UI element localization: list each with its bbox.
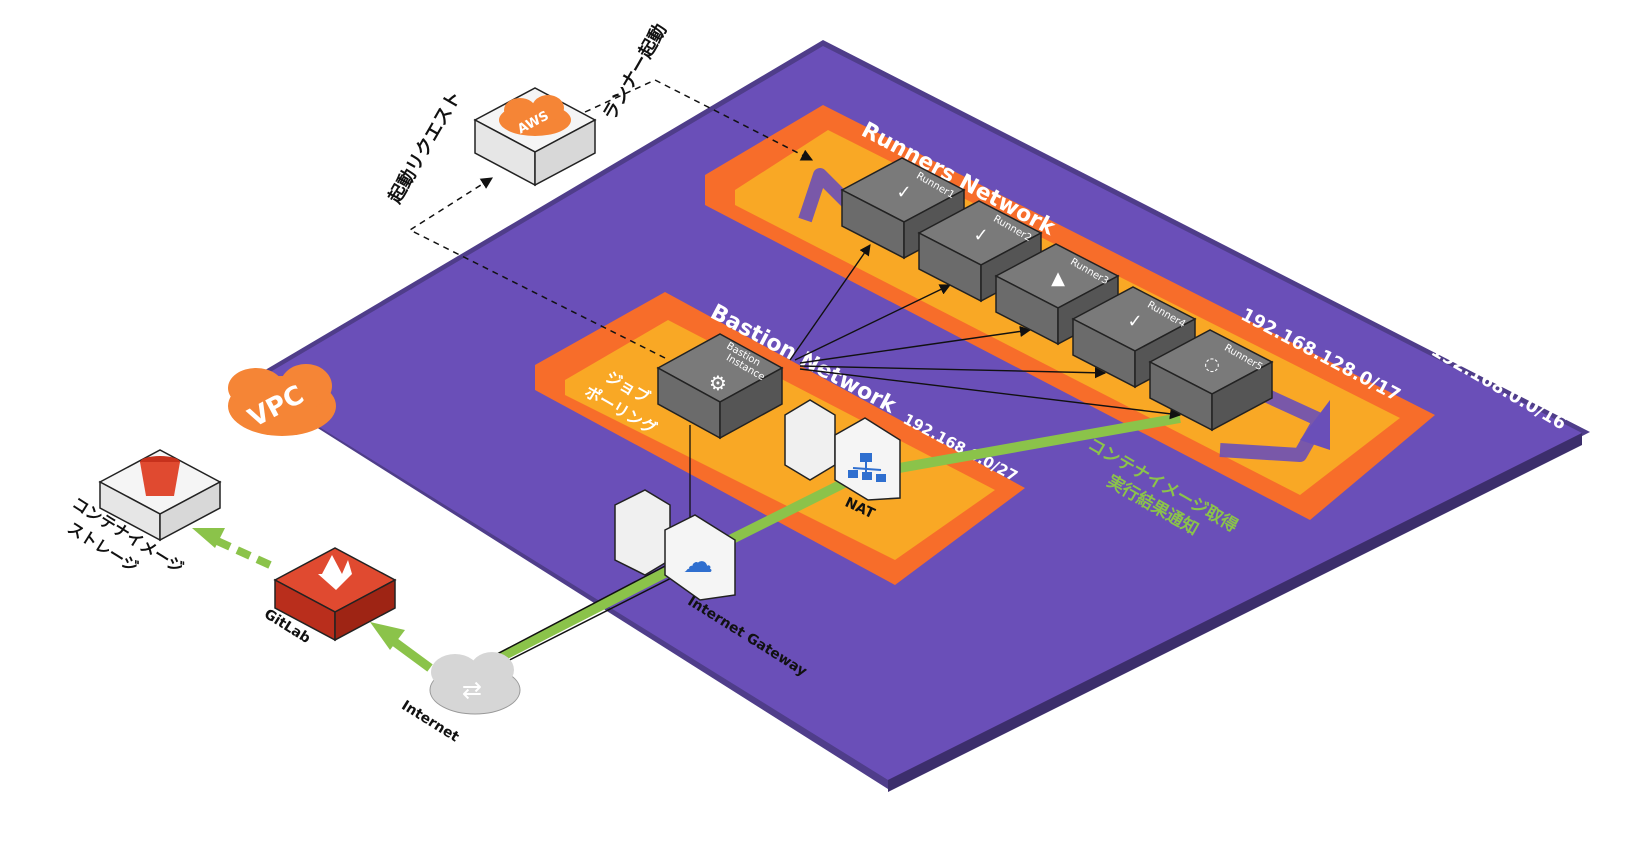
runner-launch-label: ランナー起動 [598,20,671,125]
runner-launch-arrow [584,79,814,161]
aws-service[interactable]: AWS [473,87,597,187]
loading-icon: ◌ [1204,354,1220,375]
gitlab-server[interactable]: GitLab [261,547,397,647]
gitlab-to-storage-arrow [192,528,272,569]
bucket-icon [140,456,180,496]
internet-link-green [472,413,1181,676]
vpc-platform [245,40,1590,792]
bastion-instance[interactable]: Bastion Instance ⚙ [656,333,784,440]
runners-layer: Runner1✓Runner2✓Runner3▲Runner4✓Runner5◌ [840,157,1274,432]
gitlab-fox-icon [318,555,352,590]
vpc-cloud-badge: VPC [228,364,336,436]
container-storage[interactable]: コンテナイメージ ストレージ [64,449,222,577]
gears-icon: ⚙ [709,371,727,395]
bastion-to-runners-arrows [789,244,1182,420]
aws-cloud-icon: AWS [499,95,571,137]
internet-cloud[interactable]: ⇄ Internet [399,652,521,746]
warning-icon: ▲ [1051,268,1065,289]
launch-request-label: 起動リクエスト [383,87,466,208]
check-icon: ✓ [896,182,911,203]
cloud-icon: ☁ [683,545,713,580]
internet-to-gitlab-arrow [370,622,433,672]
runner-5[interactable]: Runner5◌ [1148,329,1274,432]
globe-arrows-icon: ⇄ [462,676,482,704]
network-hub-icon [848,453,886,482]
check-icon: ✓ [973,225,988,246]
check-icon: ✓ [1127,311,1142,332]
